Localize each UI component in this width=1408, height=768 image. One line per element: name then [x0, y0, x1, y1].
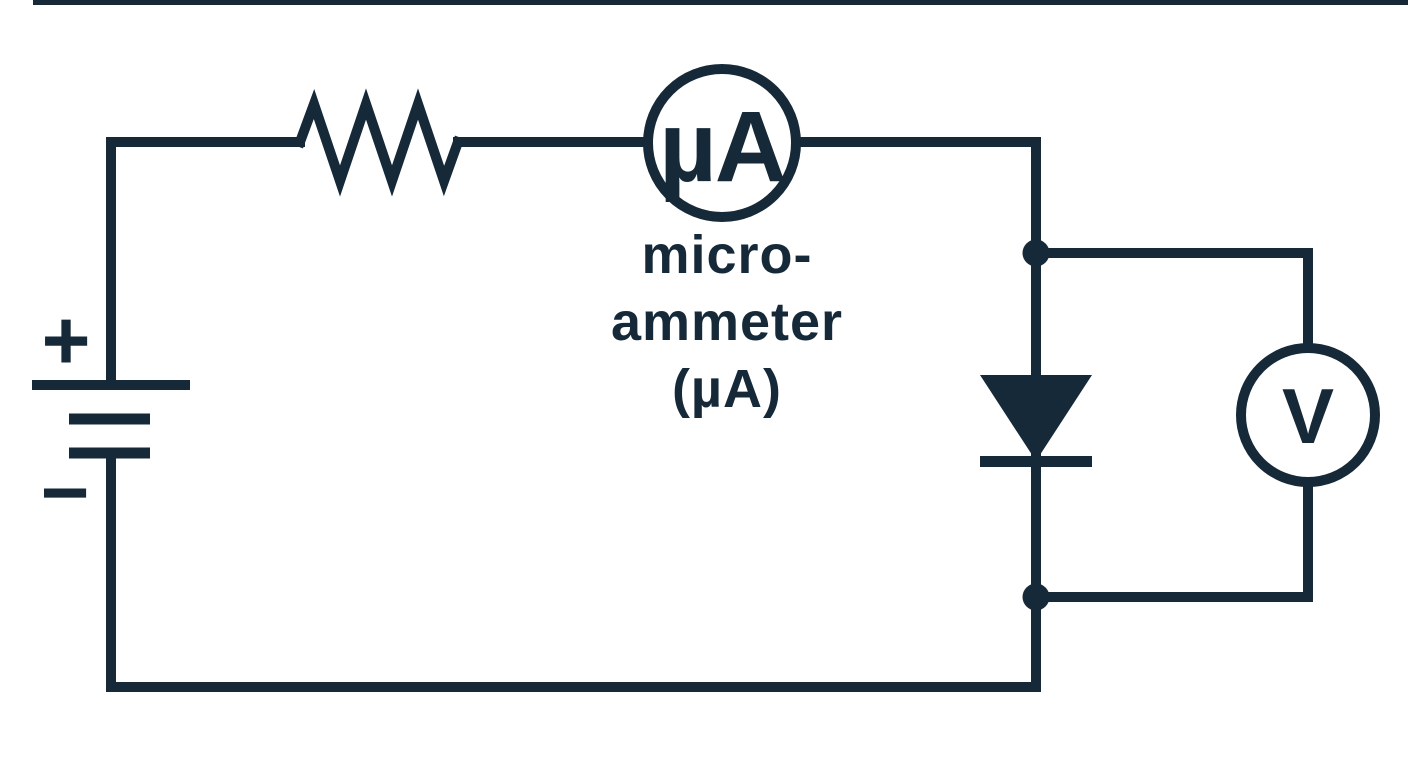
wire-voltmeter-top: [1031, 248, 1313, 353]
microammeter-circle: [643, 64, 801, 222]
microammeter-label: micro- ammeter (µA): [611, 225, 843, 419]
top-border-artifact: [33, 0, 1408, 5]
microammeter-label-line-1: micro-: [641, 225, 812, 285]
wire-top-left: [106, 137, 305, 387]
microammeter-dial-text: µA: [659, 91, 785, 203]
microammeter-symbol: µA: [643, 64, 801, 222]
microammeter-label-line-3: (µA): [672, 359, 782, 419]
junction-dot-top: [1022, 239, 1050, 267]
wire-bottom: [106, 450, 1041, 692]
wire-top-right-and-right-vertical: [791, 137, 1041, 692]
battery-positive-sign: +: [41, 293, 90, 387]
voltmeter-symbol: V: [1236, 343, 1380, 487]
diode-symbol: [980, 375, 1092, 467]
microammeter-label-line-2: ammeter: [611, 292, 843, 352]
junction-dot-bottom: [1022, 583, 1050, 611]
voltmeter-circle: [1236, 343, 1380, 487]
voltmeter-dial-text: V: [1282, 372, 1334, 460]
battery-symbol: + −: [32, 293, 190, 539]
diode-cathode-bar: [980, 456, 1092, 467]
battery-negative-sign: −: [40, 445, 89, 539]
resistor-symbol: [293, 88, 465, 197]
wire-voltmeter-bottom: [1031, 477, 1313, 602]
diode-triangle: [980, 375, 1092, 461]
wires: [106, 137, 1313, 692]
